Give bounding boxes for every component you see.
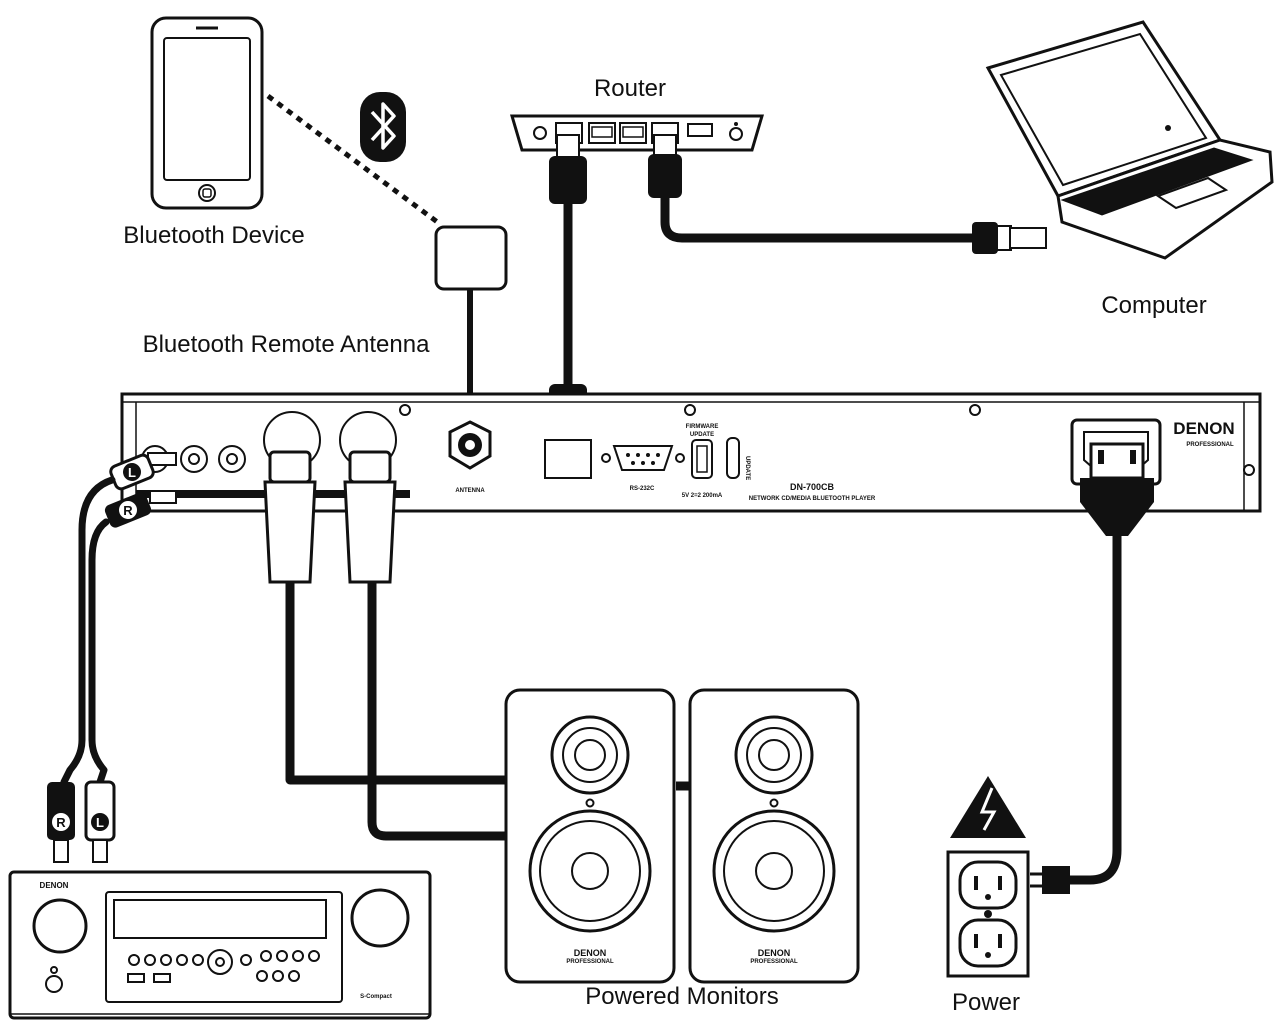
av-receiver: DENON S-Compact <box>8 870 432 1020</box>
ethernet-cable-computer <box>648 134 1047 254</box>
rca-left-bottom: L <box>96 815 104 830</box>
label-router: Router <box>594 75 666 102</box>
power-outlet <box>946 776 1030 978</box>
rca-left-top: L <box>128 465 136 480</box>
receiver-brand: DENON <box>40 881 69 890</box>
label-bluetooth-device: Bluetooth Device <box>123 222 304 249</box>
usb-power-label: 5V 2=2 200mA <box>682 493 723 499</box>
firmware-label-2: UPDATE <box>690 432 714 438</box>
rca-right-top: R <box>123 503 133 518</box>
rca-right-bottom: R <box>56 815 66 830</box>
monitor-left-brand-sub: PROFESSIONAL <box>566 959 614 965</box>
monitor-right-brand-sub: PROFESSIONAL <box>750 959 798 965</box>
monitor-left-brand: DENON <box>574 948 607 958</box>
computer <box>985 20 1274 260</box>
rca-cable: L R R L <box>47 452 177 863</box>
router <box>509 114 765 152</box>
label-power: Power <box>952 989 1020 1016</box>
monitor-right: DENON PROFESSIONAL <box>688 688 860 984</box>
player-model: DN-700CB <box>790 482 835 492</box>
receiver-model: S-Compact <box>360 994 392 1000</box>
antenna-label: ANTENNA <box>455 488 485 494</box>
label-bluetooth-remote-antenna: Bluetooth Remote Antenna <box>143 331 431 358</box>
bluetooth-device <box>150 16 264 210</box>
monitor-right-brand: DENON <box>758 948 791 958</box>
rs232-label: RS-232C <box>630 486 655 492</box>
label-powered-monitors: Powered Monitors <box>585 983 778 1010</box>
player-model-sub: NETWORK CD/MEDIA BLUETOOTH PLAYER <box>749 496 876 502</box>
bluetooth-link <box>266 93 442 227</box>
player-brand: DENON <box>1173 419 1234 438</box>
power-cable <box>1030 442 1154 894</box>
firmware-label-1: FIRMWARE <box>686 424 719 430</box>
monitor-left: DENON PROFESSIONAL <box>504 688 676 984</box>
update-label: UPDATE <box>744 456 750 480</box>
bluetooth-icon <box>360 92 406 162</box>
player-brand-sub: PROFESSIONAL <box>1186 442 1234 448</box>
label-computer: Computer <box>1101 292 1206 319</box>
bluetooth-remote-antenna <box>434 225 508 418</box>
xlr-cables <box>263 450 700 841</box>
